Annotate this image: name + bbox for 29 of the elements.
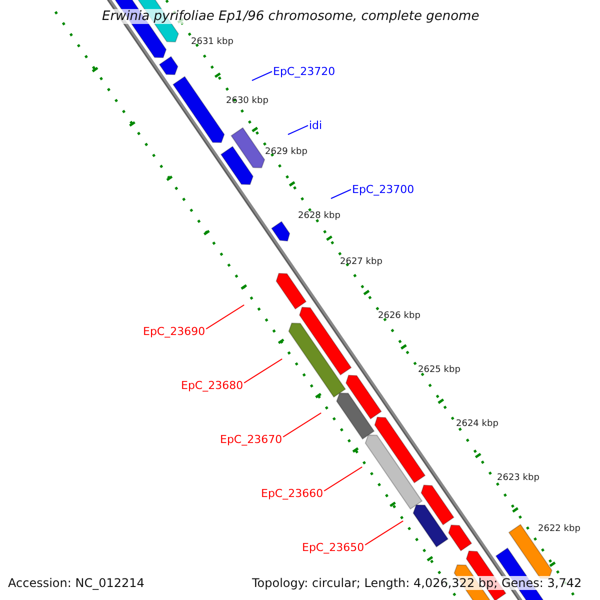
gene-label: EpC_23700 (352, 183, 414, 196)
scale-label: 2626 kbp (378, 311, 420, 321)
leader-line (206, 304, 245, 330)
gene-label: EpC_23720 (273, 65, 336, 78)
scale-label: 2623 kbp (497, 473, 540, 483)
gene-label: EpC_23670 (220, 433, 282, 446)
leader-line (330, 189, 352, 199)
leader-line (364, 520, 404, 546)
title: Erwinia pyrifoliae Ep1/96 chromosome, complete genome (100, 9, 482, 24)
gene-label: EpC_23660 (261, 487, 324, 500)
gene-label: EpC_23690 (143, 325, 206, 338)
leader-line (282, 412, 322, 438)
scale-label: 2629 kbp (265, 147, 308, 157)
accession-text: Accession: NC_012214 (8, 576, 144, 590)
gene-label: EpC_23680 (181, 379, 244, 392)
leader-line (288, 125, 308, 135)
scale-label: 2622 kbp (538, 524, 580, 534)
leader-line (324, 466, 363, 492)
scale-label: 2630 kbp (226, 96, 268, 106)
scale-label: 2628 kbp (298, 211, 340, 221)
gene-label: EpC_23650 (302, 541, 364, 554)
gene-label: idi (309, 119, 322, 132)
scale-label: 2624 kbp (456, 419, 498, 429)
leader-line (252, 71, 272, 81)
leader-line (244, 358, 283, 384)
scale-label: 2625 kbp (418, 365, 460, 375)
scale-label: 2627 kbp (340, 257, 382, 267)
scale-label: 2631 kbp (191, 37, 234, 47)
genome-summary-text: Topology: circular; Length: 4,026,322 bp; Genes: 3,742 (252, 576, 582, 590)
